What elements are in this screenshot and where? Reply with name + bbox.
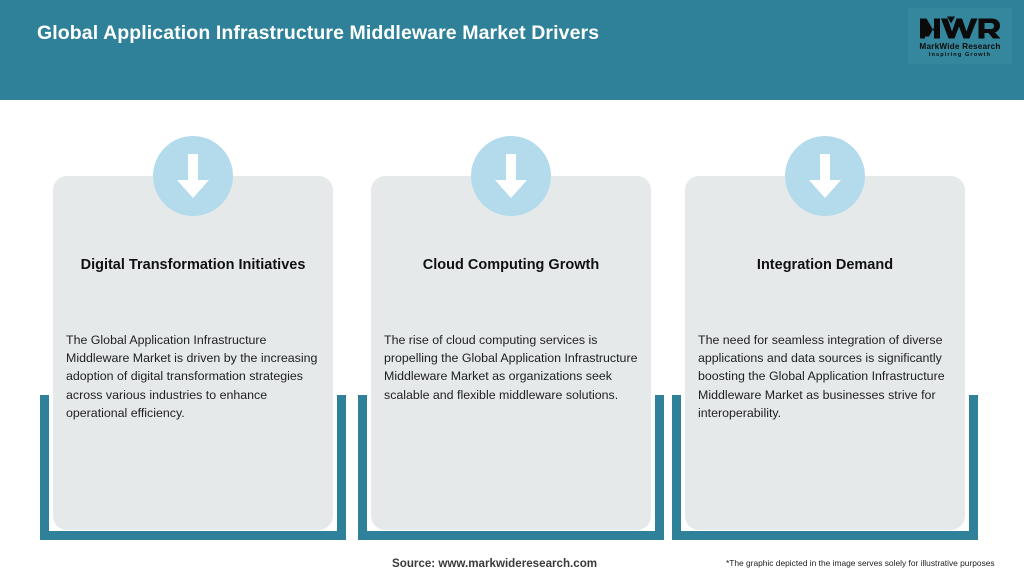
logo-tagline: Inspiring Growth	[928, 51, 992, 58]
brand-logo: MarkWide Research Inspiring Growth	[908, 8, 1012, 64]
card-panel: Digital Transformation Initiatives The G…	[53, 176, 333, 530]
card-title: Digital Transformation Initiatives	[80, 257, 306, 273]
disclaimer-note: *The graphic depicted in the image serve…	[726, 558, 995, 568]
driver-cards-row: Digital Transformation Initiatives The G…	[0, 100, 1024, 540]
card-body-text: The need for seamless integration of div…	[698, 333, 945, 420]
down-arrow-icon	[809, 154, 841, 198]
logo-company-name: MarkWide Research	[919, 41, 1001, 51]
source-attribution: Source: www.markwideresearch.com	[392, 557, 598, 570]
card-frame-accent	[358, 395, 664, 540]
card-panel: Integration Demand The need for seamless…	[685, 176, 965, 530]
down-arrow-icon	[177, 154, 209, 198]
card-frame-accent	[40, 395, 346, 540]
card-body-text: The rise of cloud computing services is …	[384, 333, 638, 402]
page-title: Global Application Infrastructure Middle…	[37, 22, 600, 44]
driver-card-2[interactable]: Cloud Computing Growth The rise of cloud…	[358, 100, 664, 540]
driver-card-3[interactable]: Integration Demand The need for seamless…	[672, 100, 978, 540]
down-arrow-icon-badge	[785, 136, 865, 216]
card-title: Integration Demand	[756, 257, 894, 273]
down-arrow-icon-badge	[153, 136, 233, 216]
down-arrow-icon-badge	[471, 136, 551, 216]
card-title: Cloud Computing Growth	[422, 257, 600, 273]
card-panel: Cloud Computing Growth The rise of cloud…	[371, 176, 651, 530]
mwr-logomark-icon	[920, 16, 1001, 39]
card-body-text: The Global Application Infrastructure Mi…	[66, 333, 318, 420]
card-frame-accent	[672, 395, 978, 540]
driver-card-1[interactable]: Digital Transformation Initiatives The G…	[40, 100, 346, 540]
page-header: Global Application Infrastructure Middle…	[0, 0, 1024, 100]
down-arrow-icon	[495, 154, 527, 198]
